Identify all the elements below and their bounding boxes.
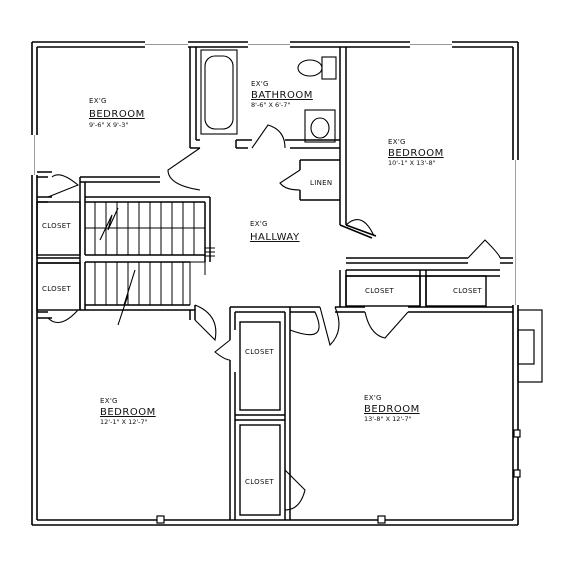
room-dims: 13'-8" X 12'-7": [364, 415, 412, 423]
bathroom-fixtures: [200, 49, 337, 143]
chimney: [517, 309, 543, 383]
room-name: HALLWAY: [250, 232, 300, 243]
room-name: BEDROOM: [100, 407, 156, 418]
sink: [304, 109, 336, 143]
room-prefix: EX'G: [364, 394, 382, 402]
closet-label-center-upper: CLOSET: [245, 348, 274, 356]
closet-boxes: [36, 201, 487, 516]
exterior-walls: [31, 41, 519, 526]
room-label-bedroom-ne: EX'G BEDROOM 10'-1" X 13'-8": [388, 138, 444, 167]
room-dims: 10'-1" X 13'-8": [388, 159, 436, 167]
closet-label-right-a: CLOSET: [365, 287, 394, 295]
room-label-hallway: EX'G HALLWAY: [250, 220, 300, 243]
room-label-bedroom-nw: EX'G BEDROOM 9'-6" X 9'-3": [89, 97, 145, 129]
toilet-bowl: [297, 59, 323, 77]
closet-label-left-upper: CLOSET: [42, 222, 71, 230]
room-name: BEDROOM: [388, 148, 444, 159]
room-prefix: EX'G: [388, 138, 406, 146]
closet-label-right-b: CLOSET: [453, 287, 482, 295]
room-label-bathroom: EX'G BATHROOM 8'-6" X 6'-7": [251, 80, 313, 109]
room-name: BEDROOM: [89, 109, 145, 120]
room-prefix: EX'G: [100, 397, 118, 405]
room-label-bedroom-sw: EX'G BEDROOM 12'-1" X 12'-7": [100, 397, 156, 426]
room-prefix: EX'G: [250, 220, 268, 228]
toilet-tank: [321, 56, 337, 80]
bathtub: [200, 49, 238, 135]
room-prefix: EX'G: [251, 80, 269, 88]
room-dims: 9'-6" X 9'-3": [89, 121, 128, 129]
door-swings: [47, 124, 501, 511]
room-dims: 8'-6" X 6'-7": [251, 101, 290, 109]
room-name: BEDROOM: [364, 404, 420, 415]
wall-posts: [156, 429, 521, 524]
room-dims: 12'-1" X 12'-7": [100, 418, 148, 426]
closet-label-center-lower: CLOSET: [245, 478, 274, 486]
room-label-bedroom-se: EX'G BEDROOM 13'-8" X 12'-7": [364, 394, 420, 423]
room-name: BATHROOM: [251, 90, 313, 101]
room-prefix: EX'G: [89, 97, 107, 105]
windows: [34, 44, 516, 305]
linen-label: LINEN: [310, 179, 332, 187]
stairs: [85, 202, 215, 326]
closet-label-left-lower: CLOSET: [42, 285, 71, 293]
